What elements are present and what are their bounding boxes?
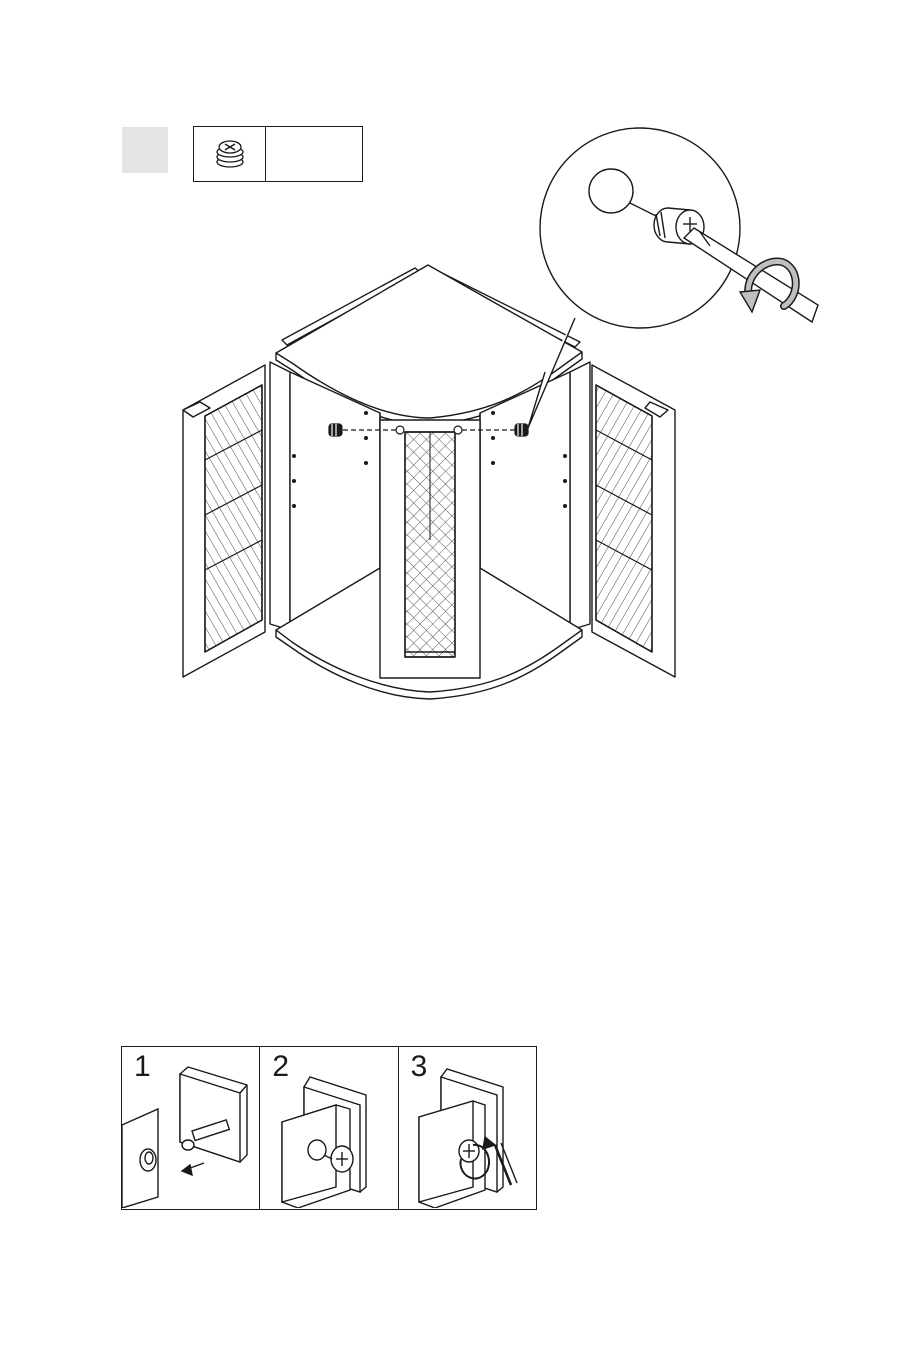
cam-lock-instruction-panels: 1 2 xyxy=(121,1046,537,1210)
instruction-panel-3: 3 xyxy=(399,1047,536,1209)
instruction-panel-2: 2 xyxy=(260,1047,398,1209)
cabinet-left-side xyxy=(270,362,290,630)
panel-number: 2 xyxy=(272,1049,289,1085)
corner-cabinet-illustration xyxy=(0,0,914,760)
instruction-panel-1: 1 xyxy=(122,1047,260,1209)
panel-number: 3 xyxy=(411,1049,428,1085)
panel-number: 1 xyxy=(134,1049,151,1085)
cabinet-right-side xyxy=(570,362,590,630)
